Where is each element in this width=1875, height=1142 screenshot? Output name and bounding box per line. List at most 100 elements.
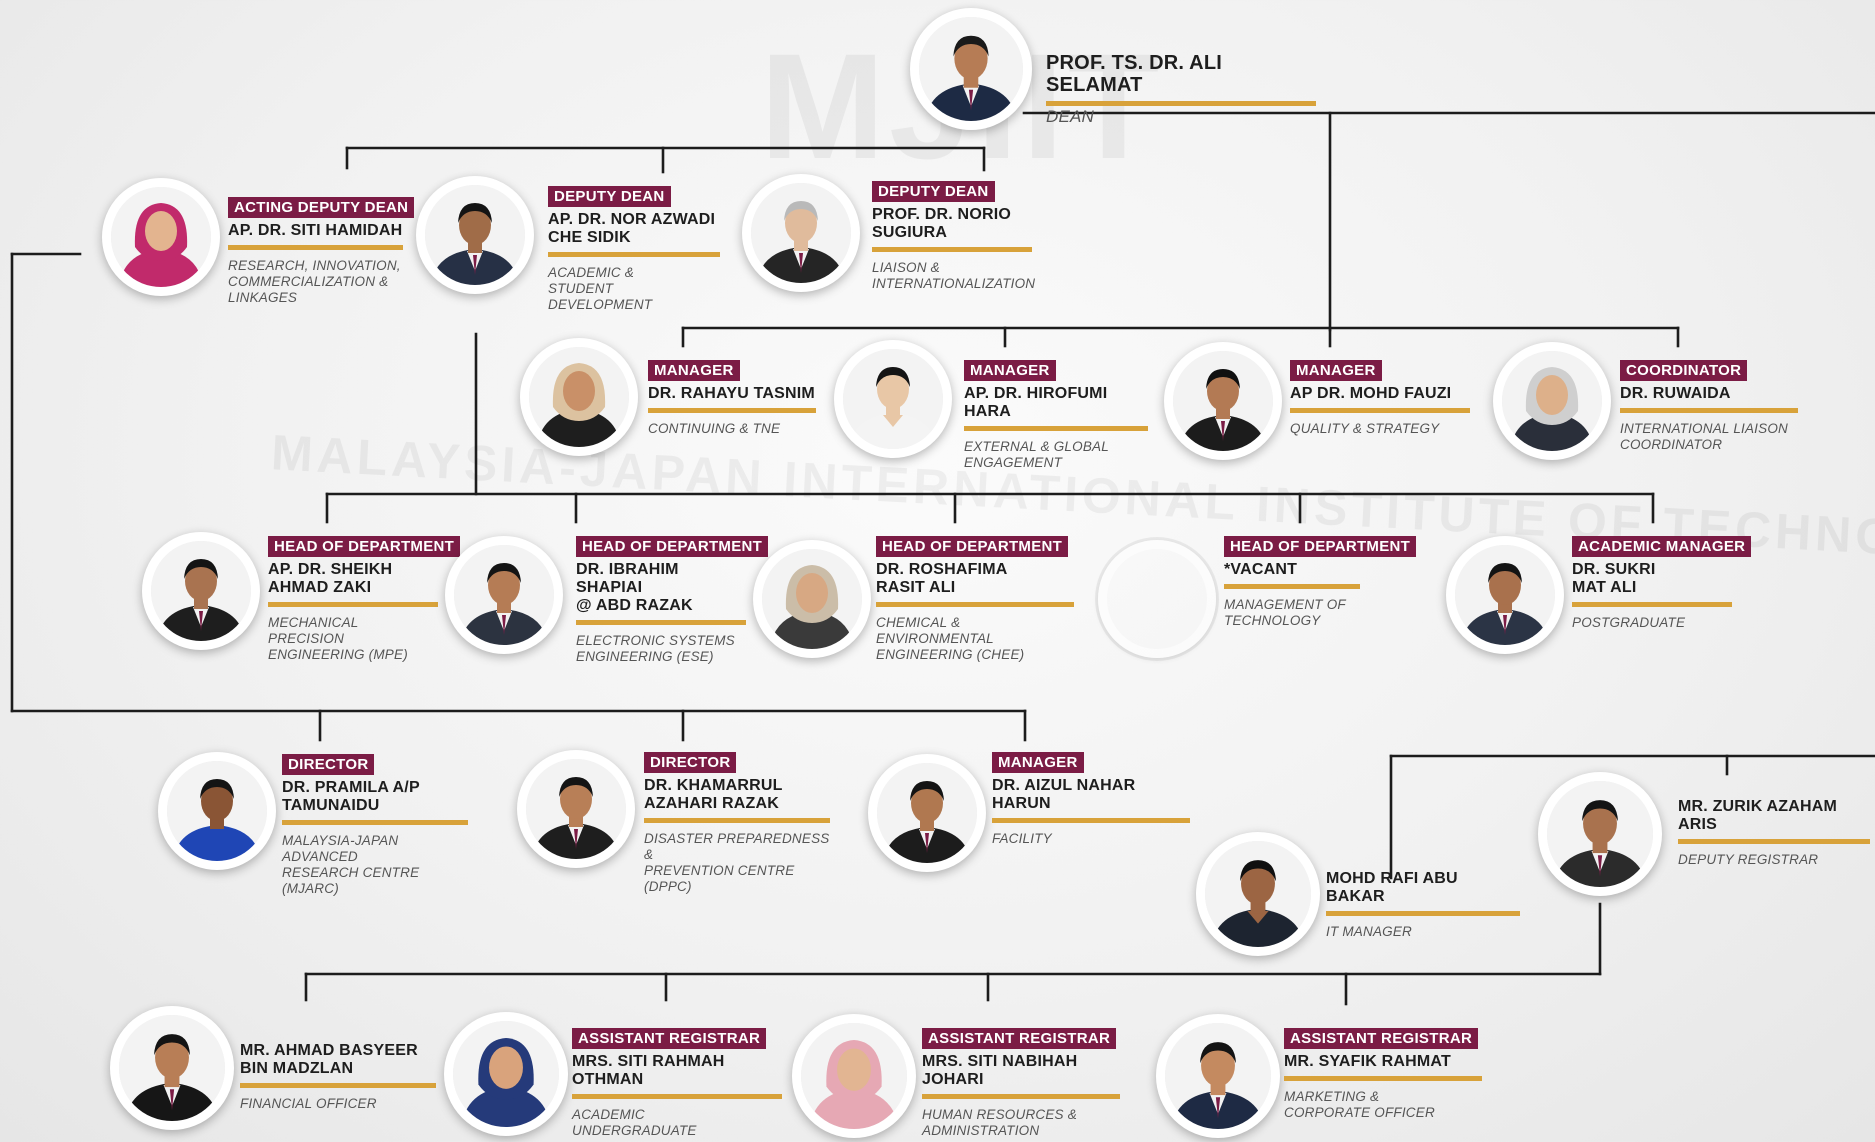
person-name: DR. IBRAHIM SHAPIAI @ ABD RAZAK	[576, 561, 746, 625]
role-badge: ACTING DEPUTY DEAN	[228, 197, 415, 218]
vacant-avatar-icon	[1107, 549, 1207, 649]
person-suit-icon	[1547, 781, 1653, 887]
position-unit: RESEARCH, INNOVATION, COMMERCIALIZATION …	[228, 258, 401, 305]
position-unit: FINANCIAL OFFICER	[240, 1096, 377, 1111]
role-badge: ASSISTANT REGISTRAR	[1284, 1028, 1479, 1049]
profile-photo	[1164, 342, 1282, 460]
person-suit-icon	[1455, 545, 1555, 645]
person-name: DR. ROSHAFIMA RASIT ALI	[876, 561, 1074, 607]
person-name: *VACANT	[1224, 561, 1360, 589]
position-unit: DISASTER PREPAREDNESS & PREVENTION CENTR…	[644, 831, 830, 894]
person-name: PROF. DR. NORIO SUGIURA	[872, 206, 1032, 252]
position-unit: MECHANICAL PRECISION ENGINEERING (MPE)	[268, 615, 408, 662]
position-unit: EXTERNAL & GLOBAL ENGAGEMENT	[964, 439, 1109, 470]
person-suit-icon	[919, 17, 1023, 121]
person-name: MOHD RAFI ABU BAKAR	[1326, 870, 1520, 916]
profile-photo	[1098, 540, 1216, 658]
node-info: DIRECTOR DR. KHAMARRUL AZAHARI RAZAK DISAS…	[644, 752, 830, 895]
person-name: MR. SYAFIK RAHMAT	[1284, 1053, 1482, 1081]
person-suit-icon	[1173, 351, 1273, 451]
position-unit: CHEMICAL & ENVIRONMENTAL ENGINEERING (CH…	[876, 615, 1025, 662]
person-name: AP. DR. SITI HAMIDAH	[228, 222, 403, 250]
node-info: MR. ZURIK AZAHAM ARIS DEPUTY REGISTRAR	[1678, 794, 1870, 868]
role-badge: DEPUTY DEAN	[548, 186, 671, 207]
position-unit: CONTINUING & TNE	[648, 421, 781, 436]
profile-photo	[517, 750, 635, 868]
profile-photo	[753, 540, 871, 658]
person-name: DR. SUKRI MAT ALI	[1572, 561, 1732, 607]
person-hijab-icon	[529, 347, 629, 447]
role-badge: MANAGER	[964, 360, 1056, 381]
person-jacket-icon	[167, 761, 267, 861]
position-unit: ACADEMIC & STUDENT DEVELOPMENT	[548, 265, 653, 312]
position-unit: DEPUTY REGISTRAR	[1678, 852, 1819, 867]
profile-photo	[1196, 832, 1320, 956]
node-info: ACTING DEPUTY DEAN AP. DR. SITI HAMIDAH RE…	[228, 197, 415, 306]
person-name: MRS. SITI RAHMAH OTHMAN	[572, 1053, 782, 1099]
person-suit-icon	[526, 759, 626, 859]
position-unit: QUALITY & STRATEGY	[1290, 421, 1440, 436]
person-name: AP. DR. SHEIKH AHMAD ZAKI	[268, 561, 438, 607]
role-badge: HEAD OF DEPARTMENT	[268, 536, 461, 557]
person-hijab-icon	[1502, 351, 1602, 451]
position-unit: INTERNATIONAL LIAISON COORDINATOR	[1620, 421, 1788, 452]
person-suit-icon	[151, 541, 251, 641]
profile-photo	[910, 8, 1032, 130]
profile-photo	[1156, 1014, 1280, 1138]
node-info: MOHD RAFI ABU BAKAR IT MANAGER	[1326, 866, 1520, 940]
role-badge: MANAGER	[992, 752, 1084, 773]
role-badge: MANAGER	[648, 360, 740, 381]
node-info: ASSISTANT REGISTRAR MRS. SITI RAHMAH OTHM…	[572, 1028, 782, 1139]
position-unit: POSTGRADUATE	[1572, 615, 1686, 630]
profile-photo	[445, 536, 563, 654]
person-suit-icon	[119, 1015, 225, 1121]
person-name: DR. AIZUL NAHAR HARUN	[992, 777, 1190, 823]
position-unit: MARKETING & CORPORATE OFFICER	[1284, 1089, 1435, 1120]
person-name: MR. AHMAD BASYEER BIN MADZLAN	[240, 1042, 436, 1088]
person-hijab-icon	[453, 1021, 559, 1127]
position-unit: IT MANAGER	[1326, 924, 1413, 939]
person-suit-icon	[751, 183, 851, 283]
node-info: ASSISTANT REGISTRAR MR. SYAFIK RAHMAT MARK…	[1284, 1028, 1482, 1121]
profile-photo	[416, 176, 534, 294]
position-unit: MALAYSIA-JAPAN ADVANCED RESEARCH CENTRE …	[282, 833, 420, 896]
role-badge: ASSISTANT REGISTRAR	[572, 1028, 767, 1049]
person-hijab-icon	[762, 549, 862, 649]
person-name: DR. KHAMARRUL AZAHARI RAZAK	[644, 777, 830, 823]
profile-photo	[834, 340, 952, 458]
profile-photo	[742, 174, 860, 292]
position-unit: MANAGEMENT OF TECHNOLOGY	[1224, 597, 1346, 628]
person-name: MR. ZURIK AZAHAM ARIS	[1678, 798, 1870, 844]
person-name: DR. RUWAIDA	[1620, 385, 1798, 413]
node-info: MANAGER DR. RAHAYU TASNIM CONTINUING & TNE	[648, 360, 816, 437]
role-badge: DIRECTOR	[644, 752, 737, 773]
profile-photo	[142, 532, 260, 650]
person-shirt-icon	[1205, 841, 1311, 947]
profile-photo	[102, 178, 220, 296]
person-hijab-icon	[801, 1023, 907, 1129]
person-name: DR. PRAMILA A/P TAMUNAIDU	[282, 779, 468, 825]
person-suit-icon	[425, 185, 525, 285]
role-badge: HEAD OF DEPARTMENT	[1224, 536, 1417, 557]
position-unit: ELECTRONIC SYSTEMS ENGINEERING (ESE)	[576, 633, 735, 664]
person-name: DR. RAHAYU TASNIM	[648, 385, 816, 413]
profile-photo	[1538, 772, 1662, 896]
person-name: AP. DR. HIROFUMI HARA	[964, 385, 1148, 431]
role-badge: HEAD OF DEPARTMENT	[576, 536, 769, 557]
position-unit: LIAISON & INTERNATIONALIZATION	[872, 260, 1036, 291]
person-suit-icon	[1165, 1023, 1271, 1129]
person-name: PROF. TS. DR. ALI SELAMAT	[1046, 52, 1316, 106]
node-info: MANAGER DR. AIZUL NAHAR HARUN FACILITY	[992, 752, 1190, 847]
node-info: HEAD OF DEPARTMENT AP. DR. SHEIKH AHMAD Z…	[268, 536, 461, 663]
profile-photo	[520, 338, 638, 456]
node-info: MR. AHMAD BASYEER BIN MADZLAN FINANCIAL O…	[240, 1038, 436, 1112]
position-unit: FACILITY	[992, 831, 1052, 846]
